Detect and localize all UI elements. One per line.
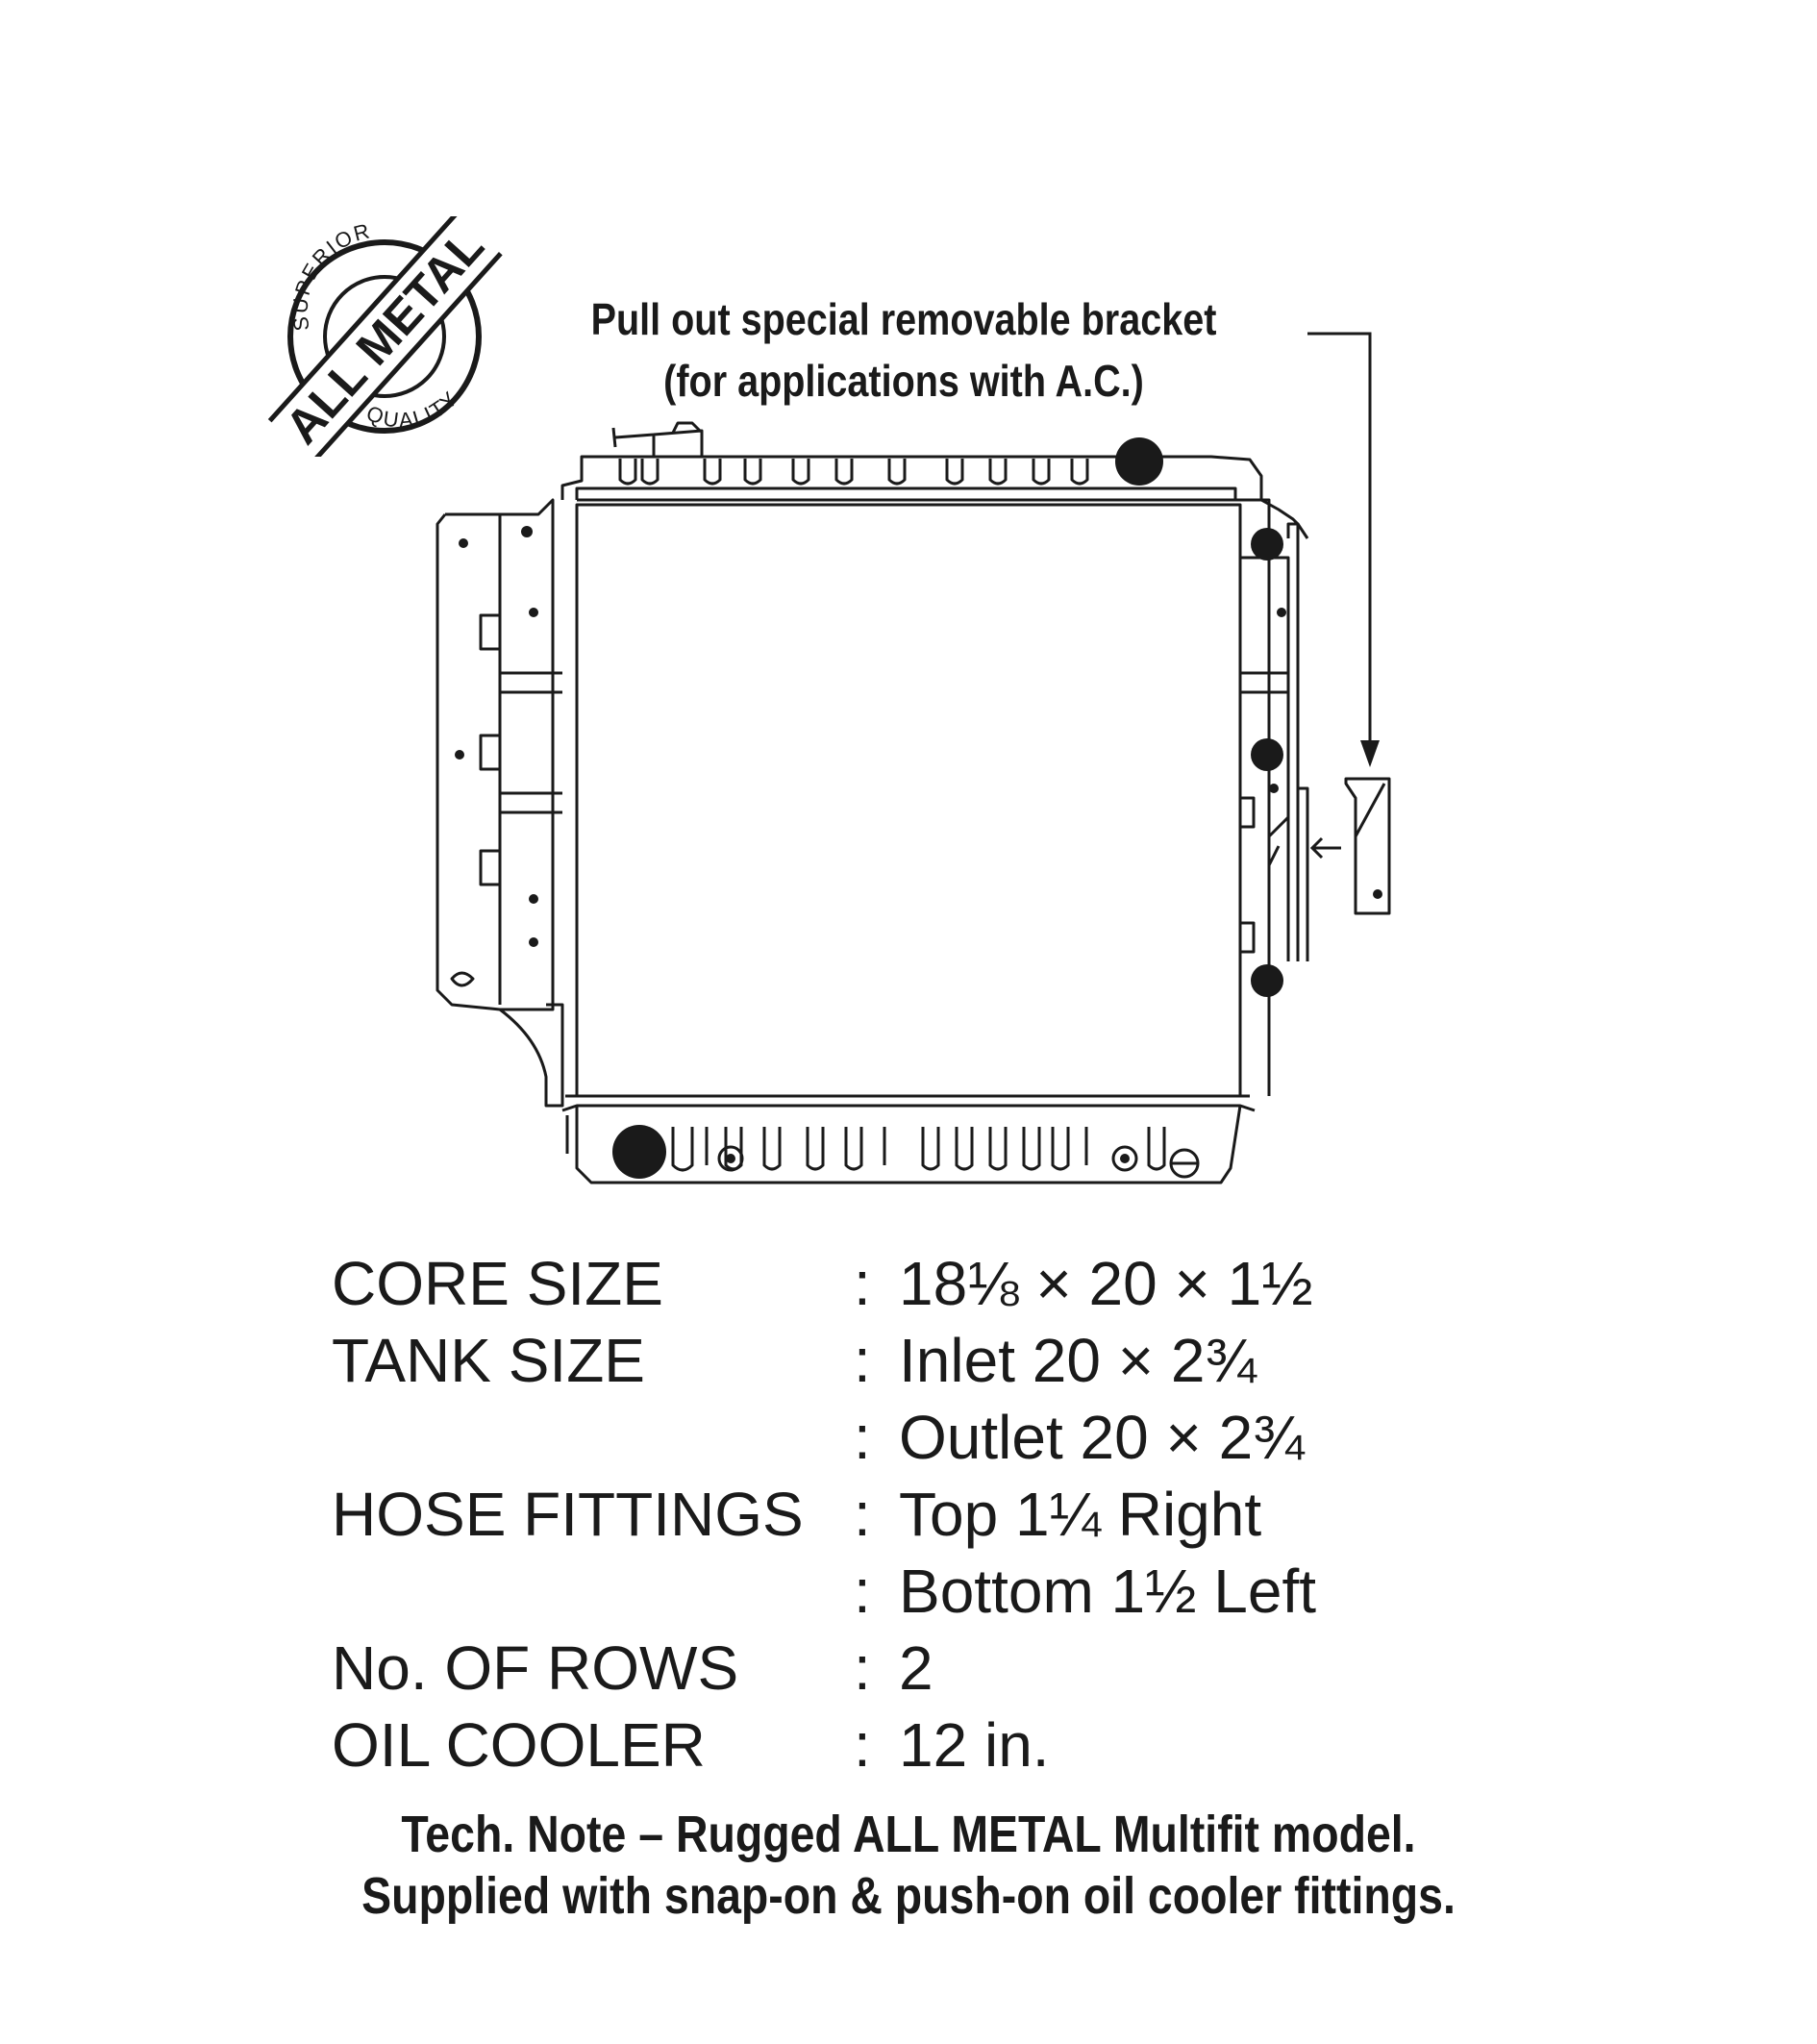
top-tank (560, 455, 1263, 502)
spec-colon: : (854, 1249, 871, 1318)
bottom-hose-outlet (612, 1125, 666, 1179)
removable-bracket (1344, 777, 1391, 915)
spec-label: TANK SIZE (332, 1326, 645, 1395)
top-hose-outlet (1115, 437, 1163, 486)
spec-colon: : (854, 1710, 871, 1780)
spec-value: 2 (899, 1633, 933, 1703)
spec-value: 18⅛ × 20 × 1½ (899, 1249, 1313, 1318)
spec-colon: : (854, 1326, 871, 1395)
spec-value: Inlet 20 × 2¾ (899, 1326, 1257, 1395)
spec-value: Outlet 20 × 2¾ (899, 1403, 1305, 1472)
drain-fitting-left (717, 1145, 744, 1172)
spec-label: OIL COOLER (332, 1710, 706, 1780)
drain-fitting-right (1111, 1145, 1138, 1172)
spec-value: Bottom 1½ Left (899, 1557, 1317, 1626)
spec-value: Top 1¼ Right (899, 1480, 1262, 1549)
bracket-callout: Pull out special removable bracket (for … (540, 288, 1268, 411)
tech-note: Tech. Note – Rugged ALL METAL Multifit m… (192, 1804, 1625, 1927)
spec-label: HOSE FITTINGS (332, 1480, 804, 1549)
spec-colon: : (854, 1633, 871, 1703)
callout-line-1: Pull out special removable bracket (590, 294, 1217, 344)
top-tank-ribs (618, 459, 1089, 486)
spec-value: 12 in. (899, 1710, 1050, 1780)
callout-line-2: (for applications with A.C.) (663, 356, 1144, 406)
spec-colon: : (854, 1557, 871, 1626)
right-side-strap (1240, 498, 1300, 1096)
bracket-insert-arrow (1309, 836, 1341, 860)
filler-neck (611, 421, 704, 457)
tech-note-line-1: Tech. Note – Rugged ALL METAL Multifit m… (401, 1806, 1416, 1863)
bracket-leader-arrow (1307, 332, 1372, 760)
radiator-core (575, 503, 1242, 1098)
tech-note-line-2: Supplied with snap-on & push-on oil cool… (361, 1867, 1456, 1925)
left-mounting-bracket (436, 498, 564, 1108)
all-metal-badge: SUPERIOR QUALITY ALL METAL (267, 216, 503, 457)
bottom-tank (561, 1094, 1256, 1184)
spec-label: CORE SIZE (332, 1249, 663, 1318)
spec-colon: : (854, 1403, 871, 1472)
spec-colon: : (854, 1480, 871, 1549)
radiator-diagram (436, 332, 1391, 1184)
spec-label: No. OF ROWS (332, 1633, 739, 1703)
